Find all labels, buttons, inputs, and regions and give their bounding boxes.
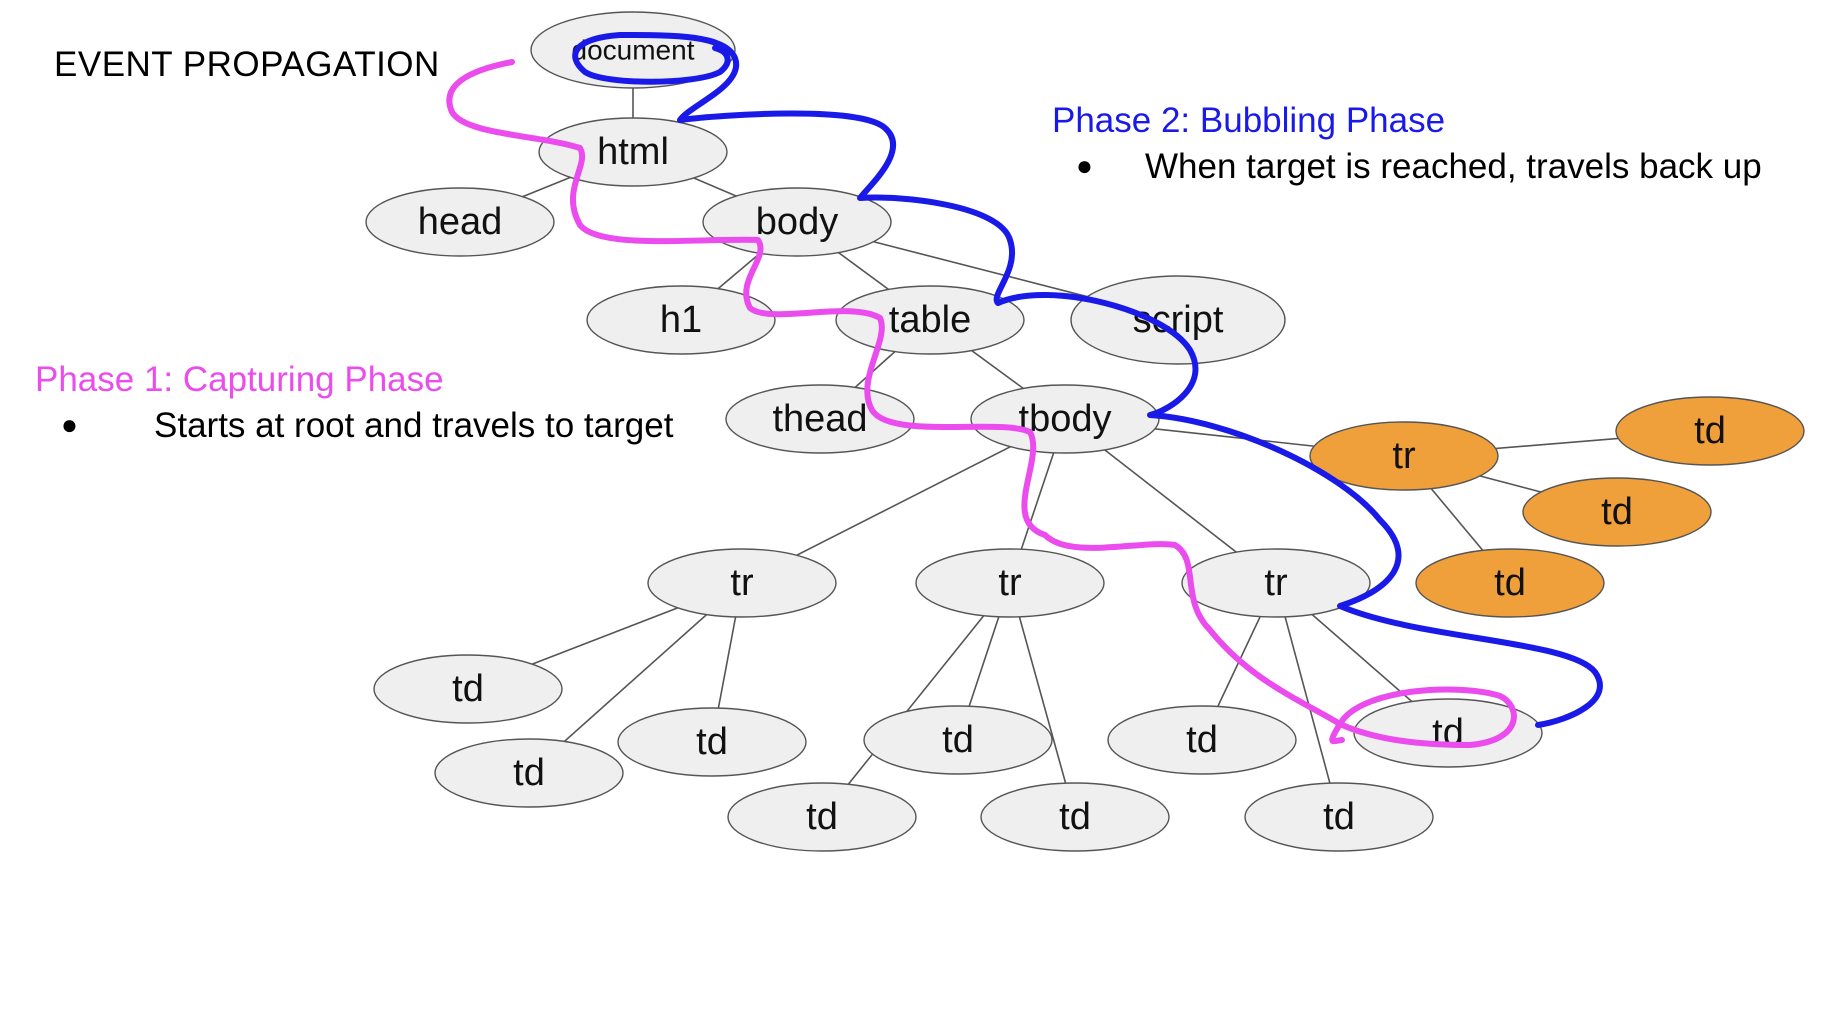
node-label-td3a: td — [1186, 719, 1218, 761]
node-label-td_o3: td — [1494, 562, 1526, 604]
node-html: html — [538, 117, 728, 187]
node-label-td2a: td — [806, 796, 838, 838]
node-tr_orange: tr — [1309, 421, 1499, 491]
node-td_o1: td — [1615, 396, 1805, 466]
node-td2a: td — [727, 782, 917, 852]
node-shape-td_o1 — [1615, 396, 1805, 466]
node-h1: h1 — [586, 285, 776, 355]
bubbling-path-stroke — [572, 32, 1603, 728]
node-shape-tbody — [970, 384, 1160, 454]
node-td1b: td — [434, 738, 624, 808]
node-label-td2c: td — [1059, 796, 1091, 838]
node-label-tr1: tr — [730, 562, 754, 604]
node-table: table — [835, 285, 1025, 355]
node-shape-td2c — [980, 782, 1170, 852]
bubbling-phase-heading: Phase 2: Bubbling Phase — [1052, 101, 1446, 140]
node-label-td1a: td — [452, 668, 484, 710]
node-label-td1c: td — [696, 721, 728, 763]
node-label-td_o2: td — [1601, 491, 1633, 533]
node-label-h1: h1 — [660, 299, 702, 341]
node-shape-td1c — [617, 707, 807, 777]
node-td_o2: td — [1522, 477, 1712, 547]
node-shape-td_o2 — [1522, 477, 1712, 547]
node-label-head: head — [418, 201, 503, 243]
node-shape-head — [365, 187, 555, 257]
capturing-phase-heading: Phase 1: Capturing Phase — [35, 360, 444, 399]
node-label-body: body — [756, 201, 838, 243]
capturing-path-stroke — [446, 59, 1517, 748]
node-shape-tr2 — [915, 548, 1105, 618]
capturing-phase-bullet-row: ● Starts at root and travels to target — [35, 406, 673, 446]
node-td2c: td — [980, 782, 1170, 852]
node-tr2: tr — [915, 548, 1105, 618]
node-shape-td3a — [1107, 705, 1297, 775]
node-label-tbody: tbody — [1019, 398, 1112, 440]
bubbling-phase-description: When target is reached, travels back up — [1145, 147, 1762, 186]
node-td3a: td — [1107, 705, 1297, 775]
node-shape-td3b — [1244, 782, 1434, 852]
node-shape-td1b — [434, 738, 624, 808]
edge-tr2-td2a — [821, 582, 1011, 818]
page-title: EVENT PROPAGATION — [54, 45, 440, 84]
node-shape-h1 — [586, 285, 776, 355]
bullet-dot-icon: ● — [1076, 150, 1093, 181]
node-shape-script — [1070, 275, 1286, 365]
node-td3b: td — [1244, 782, 1434, 852]
edge-tr2-td2c — [1009, 582, 1076, 818]
node-label-table: table — [889, 299, 971, 341]
node-label-html: html — [597, 131, 669, 173]
node-shape-td2b — [863, 705, 1053, 775]
node-shape-html — [538, 117, 728, 187]
node-script: script — [1070, 275, 1286, 365]
node-td1a: td — [373, 654, 563, 724]
node-tr1: tr — [647, 548, 837, 618]
bubbling-phase-bullet-row: ● When target is reached, travels back up — [1052, 147, 1762, 187]
node-shape-td_o3 — [1415, 548, 1605, 618]
node-tbody: tbody — [970, 384, 1160, 454]
bubbling-phase-block: Phase 2: Bubbling Phase ● When target is … — [1052, 101, 1762, 187]
node-shape-tr_orange — [1309, 421, 1499, 491]
capturing-phase-block: Phase 1: Capturing Phase ● Starts at root… — [35, 360, 673, 446]
node-head: head — [365, 187, 555, 257]
node-label-thead: thead — [772, 398, 867, 440]
bullet-dot-icon: ● — [61, 409, 78, 440]
node-td2b: td — [863, 705, 1053, 775]
node-label-td1b: td — [513, 752, 545, 794]
node-label-tr_orange: tr — [1392, 435, 1416, 477]
node-shape-tr1 — [647, 548, 837, 618]
edge-tr3-td3b — [1275, 582, 1340, 818]
node-td1c: td — [617, 707, 807, 777]
node-td_o3: td — [1415, 548, 1605, 618]
node-label-td3b: td — [1323, 796, 1355, 838]
node-label-td2b: td — [942, 719, 974, 761]
node-shape-td3c — [1353, 698, 1543, 768]
node-label-tr3: tr — [1264, 562, 1288, 604]
node-tr3: tr — [1181, 548, 1371, 618]
capturing-phase-description: Starts at root and travels to target — [154, 406, 674, 445]
node-shape-td2a — [727, 782, 917, 852]
node-label-tr2: tr — [998, 562, 1022, 604]
node-label-td_o1: td — [1694, 410, 1726, 452]
node-shape-td1a — [373, 654, 563, 724]
node-shape-tr3 — [1181, 548, 1371, 618]
